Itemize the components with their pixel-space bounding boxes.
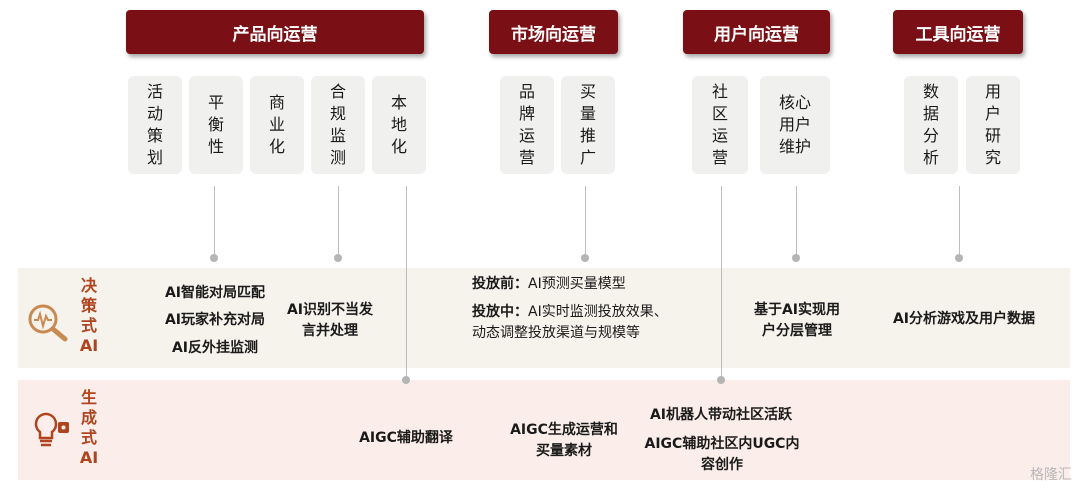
connector-dot xyxy=(581,254,589,262)
watermark: 格隆汇 xyxy=(1030,467,1072,483)
gen-translation-text: AIGC辅助翻译 xyxy=(359,430,453,446)
sub-compliance: 合规监测 xyxy=(311,76,365,174)
connector-line xyxy=(338,186,339,256)
sub-community-ops: 社区运营 xyxy=(692,76,748,174)
header-market-ops: 市场向运营 xyxy=(489,10,618,54)
sub-commercialization: 商业化 xyxy=(250,76,304,174)
decision-tool-text: AI分析游戏及用户数据 xyxy=(892,311,1036,327)
header-tool-ops: 工具向运营 xyxy=(893,10,1023,54)
connector-dot xyxy=(717,376,725,384)
decision-ai-band xyxy=(18,268,1070,368)
connector-line xyxy=(406,186,407,378)
sub-activity-planning: 活动策划 xyxy=(128,76,182,174)
decision-product-line: AI反外挂监测 xyxy=(171,340,259,356)
connector-line xyxy=(796,186,797,256)
connector-dot xyxy=(210,254,218,262)
generative-ai-band xyxy=(18,380,1070,480)
magnifier-pulse-icon xyxy=(26,302,70,346)
connector-dot xyxy=(955,254,963,262)
decision-compliance-text: AI识别不当发言并处理 xyxy=(286,302,374,339)
connector-line xyxy=(585,186,586,256)
connector-dot xyxy=(334,254,342,262)
connector-dot xyxy=(402,376,410,384)
connector-line xyxy=(959,186,960,256)
connector-line xyxy=(214,186,215,256)
decision-user-text: 基于AI实现用户分层管理 xyxy=(753,302,841,339)
connector-line xyxy=(721,186,722,378)
sub-brand-ops: 品牌运营 xyxy=(500,76,554,174)
connector-dot xyxy=(792,254,800,262)
gen-community-text-2: AIGC辅助社区内UGC内容创作 xyxy=(644,436,800,473)
gen-community-text-1: AI机器人带动社区活跃 xyxy=(649,407,793,423)
sub-buy-promotion: 买量推广 xyxy=(561,76,615,174)
decision-market-pre: 投放前：AI预测买量模型 xyxy=(472,276,626,292)
sub-core-user: 核心用户维护 xyxy=(760,76,830,174)
header-user-ops: 用户向运营 xyxy=(683,10,830,54)
decision-product-line: AI玩家补充对局 xyxy=(164,312,266,328)
sub-balance: 平衡性 xyxy=(189,76,243,174)
decision-market-mid: 投放中：AI实时监测投放效果、动态调整投放渠道与规模等 xyxy=(472,304,668,341)
header-product-ops: 产品向运营 xyxy=(126,10,424,54)
sub-user-research: 用户研究 xyxy=(966,76,1020,174)
lightbulb-gear-icon xyxy=(30,410,74,456)
sub-localization: 本地化 xyxy=(372,76,426,174)
sub-data-analysis: 数据分析 xyxy=(904,76,958,174)
gen-market-text: AIGC生成运营和买量素材 xyxy=(510,422,618,459)
decision-product-line: AI智能对局匹配 xyxy=(164,285,266,301)
